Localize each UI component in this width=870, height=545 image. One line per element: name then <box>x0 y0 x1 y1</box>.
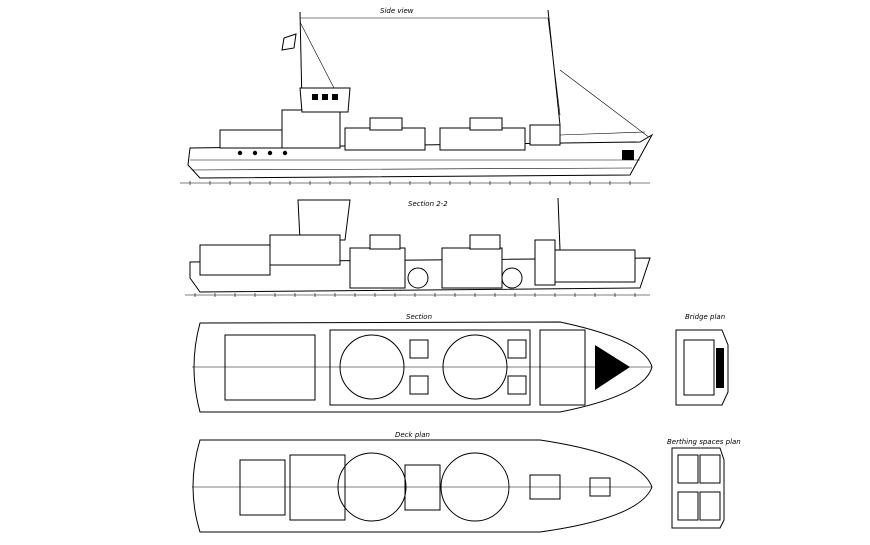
section-2-2-title: Section 2-2 <box>408 200 448 208</box>
windlass <box>529 474 561 500</box>
fore-deckhouse <box>529 124 561 146</box>
fore-compartment <box>539 329 586 406</box>
bridge-plan: Bridge plan <box>675 313 729 406</box>
pump-unit <box>507 339 527 359</box>
hull <box>187 133 654 179</box>
berthing-outline <box>671 447 725 529</box>
rigging-line <box>559 69 651 139</box>
window <box>332 94 338 100</box>
deck-plan-title: Deck plan <box>395 431 430 439</box>
window <box>322 94 328 100</box>
section-superstructure <box>269 234 341 266</box>
section-engine-room <box>199 244 271 276</box>
pump-unit <box>409 339 429 359</box>
tank-hatch-2 <box>469 117 503 131</box>
tank-circle-2 <box>442 334 508 400</box>
engine-room-plan <box>224 334 316 401</box>
frame-ticks <box>189 181 631 185</box>
deck-tank-2 <box>440 452 510 522</box>
rigging-line <box>547 17 561 116</box>
section-hatch-1 <box>369 234 401 250</box>
section-fore-structure <box>534 239 556 286</box>
superstructure <box>281 109 341 149</box>
aft-deck-equipment <box>239 459 286 516</box>
pump-wheel <box>407 267 429 289</box>
flag-icon <box>281 33 297 51</box>
bow-locker <box>595 345 630 390</box>
section-forepeak <box>554 249 636 283</box>
tank-hatch-1 <box>369 117 403 131</box>
section-mast <box>557 197 561 251</box>
cabin <box>699 454 721 484</box>
side-view-title: Side view <box>380 7 414 15</box>
cabin <box>699 491 721 521</box>
section-wheelhouse <box>297 199 351 241</box>
bridge-console <box>716 348 724 388</box>
window <box>312 94 318 100</box>
cabin <box>677 491 699 521</box>
cargo-tank-1 <box>344 127 426 151</box>
deck-superstructure <box>289 454 346 521</box>
section-title: Section <box>406 313 432 321</box>
bridge-outline <box>675 329 729 406</box>
deck-plan: Deck plan <box>192 431 653 533</box>
cargo-tank-2 <box>439 127 526 151</box>
rigging-line <box>299 21 336 91</box>
section-2-2: Section 2-2 <box>185 197 651 297</box>
pump-unit <box>507 375 527 395</box>
pump-unit <box>409 375 429 395</box>
waterline <box>191 167 633 171</box>
section-hatch-2 <box>469 234 501 250</box>
tank-bay <box>329 329 531 406</box>
portholes <box>237 150 288 156</box>
manifold-grid <box>404 464 441 511</box>
berthing-spaces-plan-title: Berthing spaces plan <box>667 438 741 446</box>
deck-tank-1 <box>337 452 407 522</box>
section-frame-ticks <box>194 293 636 297</box>
section-tank-1 <box>349 247 406 289</box>
pump-wheel <box>501 267 523 289</box>
bridge-interior <box>683 339 715 396</box>
section-tank-2 <box>441 247 503 289</box>
anchor-gear <box>589 477 611 497</box>
tank-circle-1 <box>339 334 405 400</box>
bridge-plan-title: Bridge plan <box>685 313 725 321</box>
side-view: Side view <box>180 7 654 185</box>
cabin <box>677 454 699 484</box>
berthing-spaces-plan: Berthing spaces plan <box>667 438 741 529</box>
bow-marking <box>622 150 634 160</box>
section-plan: Section <box>192 313 653 413</box>
deck-hull-outline <box>192 439 653 533</box>
bow-rail <box>559 131 646 136</box>
